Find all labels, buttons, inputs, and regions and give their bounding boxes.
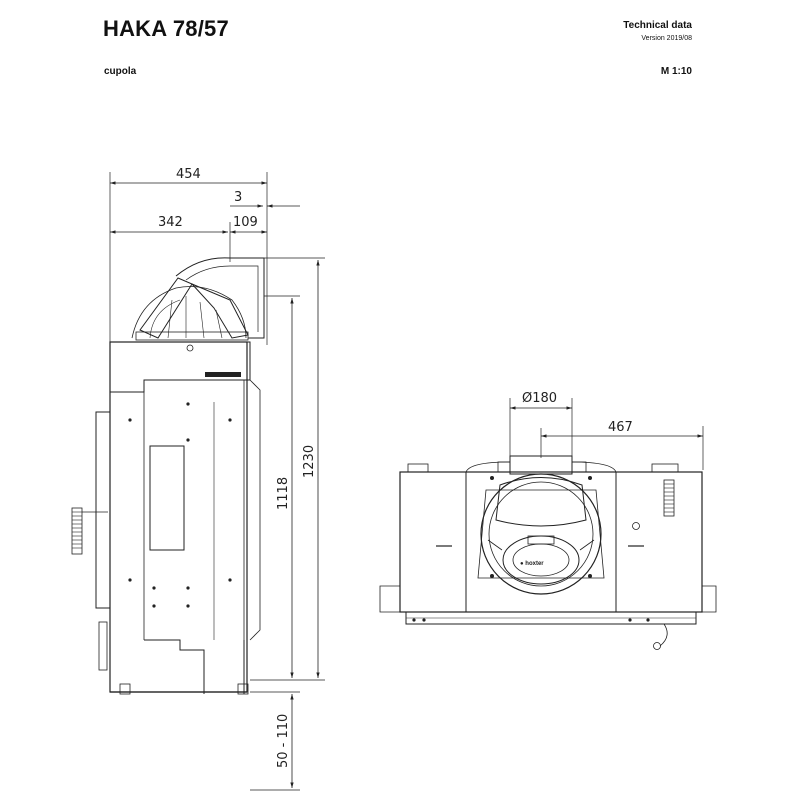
product-title: HAKA 78/57	[103, 16, 229, 41]
front-view	[379, 398, 717, 650]
drawing-scale: M 1:10	[660, 66, 692, 77]
dim-text-454: 454	[176, 167, 201, 182]
dim-text-1118: 1118	[276, 477, 291, 510]
document-type: Technical data	[623, 20, 692, 31]
dim-text-342: 342	[158, 215, 183, 230]
product-subtitle: cupola	[104, 66, 137, 77]
dim-text-feet-range: 50 - 110	[276, 714, 291, 768]
dim-text-diameter: Ø180	[522, 391, 557, 406]
document-version: Version 2019/08	[641, 35, 692, 42]
dim-text-1230: 1230	[302, 445, 317, 478]
dim-text-467: 467	[608, 420, 633, 435]
brand-label: ● hoxter	[520, 561, 544, 567]
dim-text-3: 3	[234, 190, 242, 205]
dim-text-109: 109	[233, 215, 258, 230]
side-view	[71, 172, 325, 791]
